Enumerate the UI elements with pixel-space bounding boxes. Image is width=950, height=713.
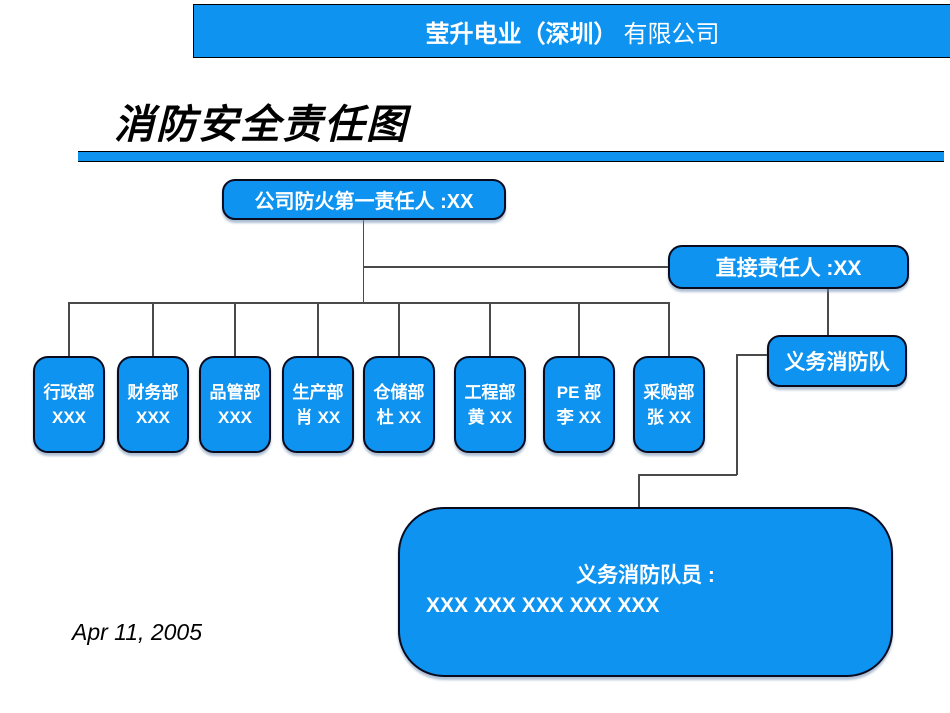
dept-person: XXX <box>51 407 87 427</box>
connector-top-to-rail <box>362 220 364 303</box>
dept-name: 品管部 <box>209 382 261 402</box>
org-box-dept-quality: 品管部 XXX <box>199 356 271 453</box>
dept-person: XXX <box>135 407 171 427</box>
connector-drop-3 <box>234 302 236 356</box>
connector-drop-8 <box>668 302 670 356</box>
connector-brigade-elbow-1 <box>737 354 767 356</box>
dept-person: 黄 XX <box>467 407 513 427</box>
dept-name: PE 部 <box>556 382 602 402</box>
dept-person: XXX <box>217 407 253 427</box>
dept-name: 行政部 <box>43 382 95 402</box>
org-box-fire-brigade: 义务消防队 <box>767 335 907 387</box>
org-box-dept-production: 生产部 肖 XX <box>282 356 354 453</box>
slide-date: Apr 11, 2005 <box>72 619 203 645</box>
connector-drop-5 <box>398 302 400 356</box>
company-name-regular: 有限公司 <box>623 20 720 48</box>
dept-person: 李 XX <box>556 407 602 427</box>
company-name-bold: 莹升电业（深圳） <box>425 20 618 48</box>
connector-top-to-direct <box>363 266 668 268</box>
company-header-bar: 莹升电业（深圳） 有限公司 <box>193 4 950 58</box>
dept-name: 生产部 <box>292 382 344 402</box>
dept-name: 财务部 <box>127 382 179 402</box>
title-underline-bar <box>78 151 944 162</box>
connector-brigade-elbow-2 <box>736 354 738 475</box>
brigade-members-label: 义务消防队员 : <box>576 564 715 587</box>
connector-drop-4 <box>317 302 319 356</box>
dept-name: 仓储部 <box>373 382 425 402</box>
org-box-dept-pe: PE 部 李 XX <box>543 356 615 453</box>
dept-name: 采购部 <box>643 382 695 402</box>
connector-brigade-to-members <box>638 474 640 508</box>
org-box-first-responsible: 公司防火第一责任人 :XX <box>222 179 506 220</box>
dept-person: 肖 XX <box>295 407 341 427</box>
dept-name: 工程部 <box>464 382 516 402</box>
page-title: 消防安全责任图 <box>114 101 408 148</box>
dept-person: 张 XX <box>646 407 692 427</box>
org-box-dept-engineering: 工程部 黄 XX <box>454 356 526 453</box>
connector-brigade-elbow-3 <box>639 474 737 476</box>
connector-rail <box>69 302 669 304</box>
connector-drop-7 <box>578 302 580 356</box>
org-box-direct-responsible: 直接责任人 :XX <box>668 245 909 289</box>
org-box-brigade-members: 义务消防队员 : XXX XXX XXX XXX XXX <box>398 507 893 677</box>
brigade-members-names: XXX XXX XXX XXX XXX <box>426 594 660 617</box>
dept-person: 杜 XX <box>376 407 422 427</box>
org-box-dept-admin: 行政部 XXX <box>33 356 105 453</box>
org-box-dept-warehouse: 仓储部 杜 XX <box>363 356 435 453</box>
org-box-dept-finance: 财务部 XXX <box>117 356 189 453</box>
org-box-dept-purchasing: 采购部 张 XX <box>633 356 705 453</box>
connector-drop-2 <box>152 302 154 356</box>
connector-direct-to-brigade <box>827 289 829 335</box>
connector-drop-6 <box>489 302 491 356</box>
connector-drop-1 <box>68 302 70 356</box>
